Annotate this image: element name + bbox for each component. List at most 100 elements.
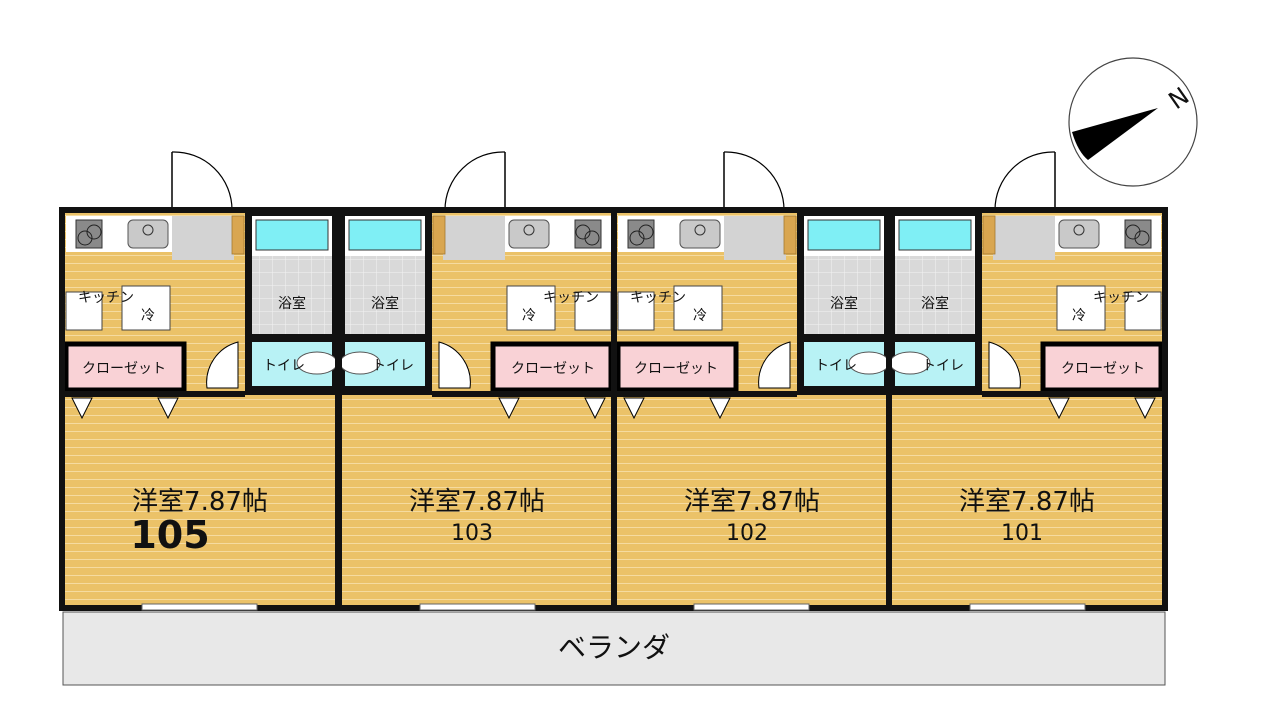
shoe-box [783, 215, 797, 255]
washer-space [65, 291, 103, 331]
burner-icon [1125, 224, 1141, 240]
toilet-door-icon [988, 341, 1021, 389]
window-icon [141, 603, 258, 611]
toilet-label: トイレ [372, 358, 414, 374]
fridge-label: 冷 [522, 308, 536, 324]
closet-door-icon [498, 397, 606, 420]
sink-icon [508, 219, 550, 249]
compass-needle-icon [1072, 108, 1158, 160]
washer-space [1124, 291, 1162, 331]
sink-icon [127, 219, 169, 249]
bath-floor [804, 256, 884, 334]
shoe-box [432, 215, 446, 255]
unit-number: 102 [726, 521, 768, 546]
compass: N [1068, 57, 1198, 187]
room-label: 洋室7.87帖 [684, 487, 820, 517]
closet [615, 341, 739, 393]
fridge-label: 冷 [141, 308, 155, 324]
closet-label: クローゼット [82, 361, 166, 377]
bath-floor [895, 256, 975, 334]
unit-number: 105 [130, 513, 209, 557]
burner-icon [77, 230, 93, 246]
partition-wall [432, 391, 615, 397]
shoe-box [231, 215, 245, 255]
sink-icon [679, 219, 721, 249]
burner-icon [584, 230, 600, 246]
door-swing-icon [171, 151, 233, 211]
toilet-label: トイレ [815, 358, 857, 374]
room-label: 洋室7.87帖 [132, 487, 268, 517]
closet-door-icon [71, 397, 179, 420]
bath-label: 浴室 [371, 295, 399, 312]
entrance [443, 216, 505, 260]
fridge-space [506, 285, 556, 331]
toilet-label: トイレ [922, 358, 964, 374]
toilet-label: トイレ [263, 358, 305, 374]
fridge-space [121, 285, 171, 331]
burner-icon [1134, 230, 1150, 246]
faucet-icon [523, 224, 535, 236]
fridge-space [1056, 285, 1106, 331]
veranda: ベランダ [62, 611, 1166, 686]
entrance [172, 216, 234, 260]
toilet-door-icon [206, 341, 239, 389]
bath-floor [252, 256, 332, 334]
toilet-door-icon [438, 341, 471, 389]
window-icon [693, 603, 810, 611]
bathtub [348, 219, 422, 251]
sink-icon [1058, 219, 1100, 249]
veranda-label: ベランダ [558, 631, 670, 664]
closet-label: クローゼット [511, 361, 595, 377]
burner-icon [638, 224, 654, 240]
fridge-label: 冷 [1072, 308, 1086, 324]
door-swing-icon [444, 151, 506, 211]
room-label: 洋室7.87帖 [959, 487, 1095, 517]
burner-icon [86, 224, 102, 240]
entrance [724, 216, 786, 260]
closet-door-icon [1048, 397, 1156, 420]
bath-floor [345, 256, 425, 334]
window-icon [419, 603, 536, 611]
kitchen-label: キッチン [630, 290, 686, 306]
closet-label: クローゼット [1061, 361, 1145, 377]
kitchen-label: キッチン [1093, 290, 1149, 306]
bath-label: 浴室 [921, 295, 949, 312]
partition-wall [614, 391, 797, 397]
room-label: 洋室7.87帖 [409, 487, 545, 517]
bathtub [898, 219, 972, 251]
bathtub [255, 219, 329, 251]
faucet-icon [1073, 224, 1085, 236]
closet [1040, 341, 1164, 393]
bath-label: 浴室 [830, 295, 858, 312]
kitchen-label: キッチン [78, 290, 134, 306]
burner-icon [575, 224, 591, 240]
bath-label: 浴室 [278, 295, 306, 312]
fridge-space [673, 285, 723, 331]
closet [63, 341, 187, 393]
door-swing-icon [994, 151, 1056, 211]
washer-space [617, 291, 655, 331]
unit-number: 101 [1001, 521, 1043, 546]
shoe-box [982, 215, 996, 255]
closet-label: クローゼット [634, 361, 718, 377]
entrance [993, 216, 1055, 260]
unit-number: 103 [451, 521, 493, 546]
window-icon [969, 603, 1086, 611]
toilet-door-icon [758, 341, 791, 389]
partition-wall [62, 391, 245, 397]
burner-icon [629, 230, 645, 246]
door-swing-icon [723, 151, 785, 211]
faucet-icon [694, 224, 706, 236]
kitchen-label: キッチン [543, 290, 599, 306]
closet-door-icon [623, 397, 731, 420]
bathtub [807, 219, 881, 251]
fridge-label: 冷 [693, 308, 707, 324]
faucet-icon [142, 224, 154, 236]
washer-space [574, 291, 612, 331]
partition-wall [982, 391, 1165, 397]
